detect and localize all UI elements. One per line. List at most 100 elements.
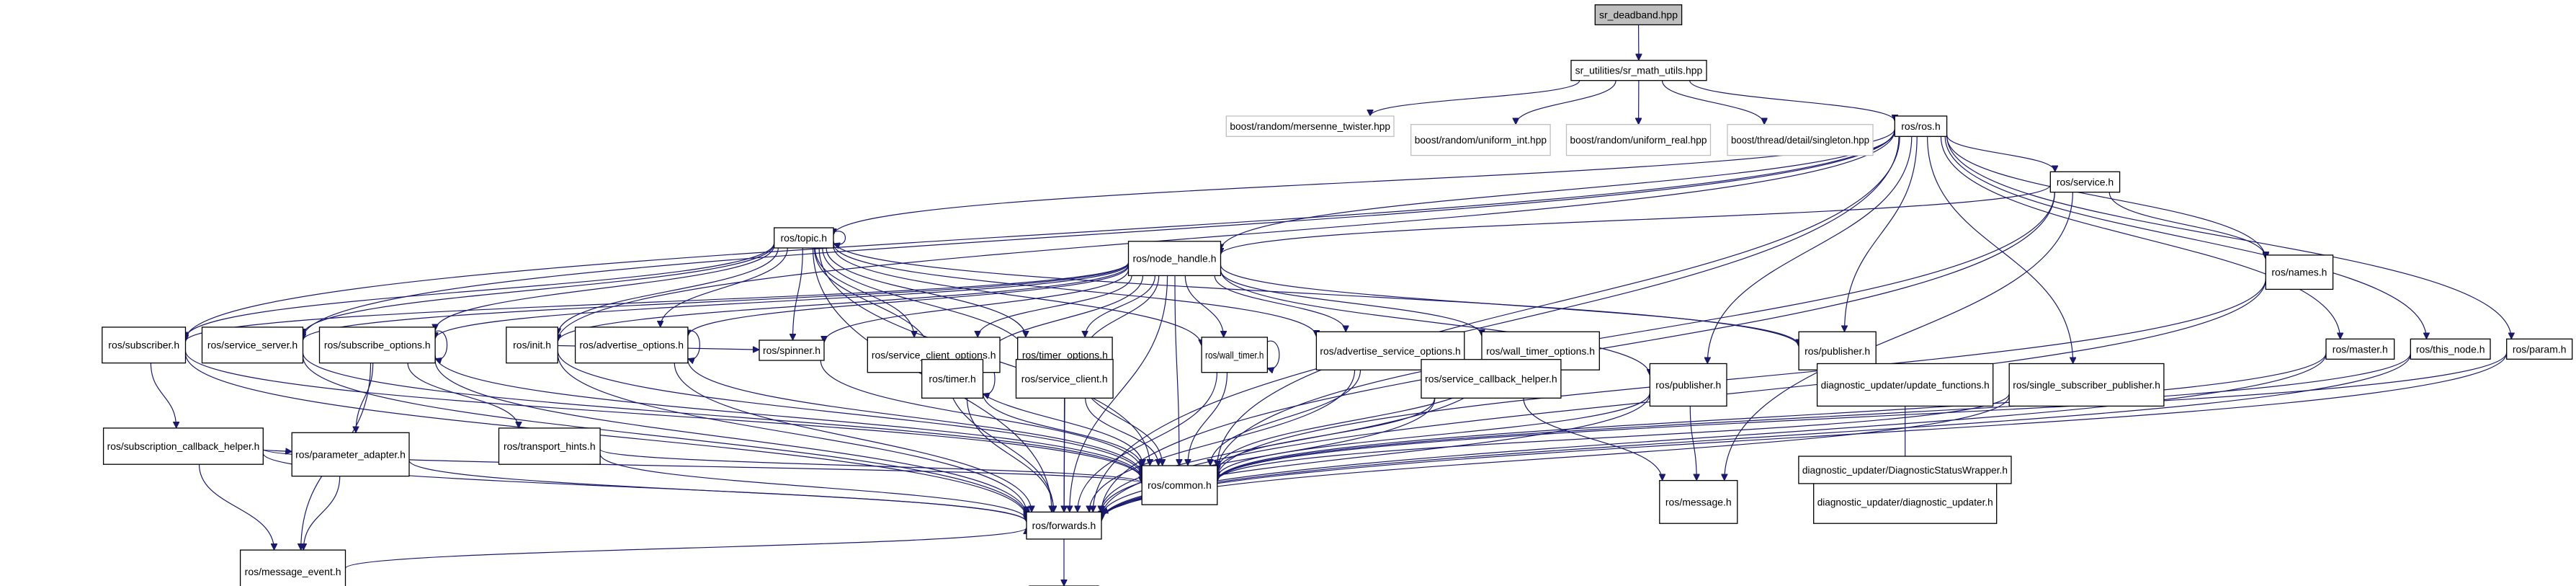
node-label: boost/random/mersenne_twister.hpp <box>1230 120 1390 132</box>
edge-subscriber-to-subscription_callback_helper <box>150 363 176 428</box>
node-label: ros/forwards.h <box>1032 520 1096 531</box>
edge-service_client-to-forwards <box>1064 398 1065 512</box>
node-box <box>1894 115 1948 137</box>
node-message[interactable]: ros/message.h <box>1659 479 1738 524</box>
node-label: ros/service_client.h <box>1021 373 1108 385</box>
edge-subscription_callback_helper-to-message_event <box>198 464 274 550</box>
node-message-event[interactable]: ros/message_event.h <box>239 549 346 586</box>
node-topic[interactable]: ros/topic.h <box>774 227 834 249</box>
node-box <box>102 427 264 465</box>
edge-wall_timer-to-forwards <box>1078 372 1217 512</box>
node-diagnostic-updater[interactable]: diagnostic_updater/diagnostic_updater.h <box>1813 479 1998 524</box>
node-box <box>774 227 834 249</box>
node-parameter-adapter[interactable]: ros/parameter_adapter.h <box>291 432 410 477</box>
node-box <box>1727 124 1874 156</box>
edge-transport_hints-to-forwards <box>599 453 1027 520</box>
node-service-client[interactable]: ros/service_client.h <box>1015 359 1114 399</box>
node-label: ros/subscribe_options.h <box>324 339 431 351</box>
node-label: ros/publisher.h <box>1655 379 1721 391</box>
node-box <box>201 327 304 364</box>
edge-topic-to-wall_timer <box>833 246 1202 346</box>
edge-ros-to-service <box>1946 135 2055 172</box>
node-update-functions[interactable]: diagnostic_updater/update_functions.h <box>1816 363 1994 407</box>
edge-this_node-to-common <box>1217 353 2411 481</box>
node-label: ros/single_subscriber_publisher.h <box>2013 379 2160 391</box>
node-subscription-callback-helper[interactable]: ros/subscription_callback_helper.h <box>102 427 264 465</box>
node-this-node[interactable]: ros/this_node.h <box>2410 338 2491 360</box>
node-box <box>498 427 601 465</box>
node-box <box>1798 456 2012 484</box>
edge-param-to-common <box>1217 352 2508 481</box>
node-forwards[interactable]: ros/forwards.h <box>1026 511 1102 540</box>
node-master[interactable]: ros/master.h <box>2325 338 2395 360</box>
edge-advertise_service_options-to-forwards <box>1089 370 1356 512</box>
node-spinner[interactable]: ros/spinner.h <box>759 339 825 361</box>
edge-ros-to-master <box>1940 136 2340 339</box>
node-subscriber[interactable]: ros/subscriber.h <box>102 327 187 364</box>
edge-param-to-forwards <box>1101 352 2508 521</box>
node-service-callback-helper[interactable]: ros/service_callback_helper.h <box>1421 359 1562 399</box>
node-box <box>759 339 825 361</box>
edge-ros-to-forwards <box>1093 136 1900 512</box>
edge-message_event-to-forwards <box>344 527 1027 569</box>
node-box <box>1015 359 1114 399</box>
node-box <box>1659 479 1738 524</box>
edge-subscriber-to-forwards <box>184 353 1027 518</box>
node-box <box>1421 359 1562 399</box>
edge-service_server-to-forwards <box>302 356 1027 517</box>
node-service-server[interactable]: ros/service_server.h <box>201 327 304 364</box>
node-names[interactable]: ros/names.h <box>2265 254 2334 290</box>
node-single-subscriber-publisher[interactable]: ros/single_subscriber_publisher.h <box>2008 363 2165 407</box>
edge-parameter_adapter-to-message_event <box>303 476 341 550</box>
edge-node_handle-to-forwards <box>1070 275 1168 512</box>
node-node-handle[interactable]: ros/node_handle.h <box>1127 241 1222 277</box>
node-label: ros/topic.h <box>781 232 828 244</box>
node-param[interactable]: ros/param.h <box>2506 338 2573 360</box>
edge-node_handle-to-subscribe_options <box>435 263 1130 339</box>
node-sr-math-utils[interactable]: sr_utilities/sr_math_utils.hpp <box>1570 60 1707 81</box>
edge-this_node-to-forwards <box>1101 354 2411 520</box>
node-label: ros/message_event.h <box>245 566 341 577</box>
edge-publisher-to-forwards <box>1101 393 1650 517</box>
node-subscribe-options[interactable]: ros/subscribe_options.h <box>318 327 436 364</box>
edge-node_handle-to-service_server <box>303 262 1130 341</box>
node-box <box>239 549 346 586</box>
edge-node_handle-to-publisher <box>1220 270 1650 376</box>
node-ros[interactable]: ros/ros.h <box>1894 115 1948 137</box>
edge-advertise_options-to-advertise_options <box>688 330 700 359</box>
node-publisher[interactable]: ros/publisher.h <box>1649 363 1727 407</box>
node-label: ros/publisher.h <box>1804 345 1870 357</box>
node-label: ros/advertise_service_options.h <box>1320 345 1460 357</box>
node-advertise-options[interactable]: ros/advertise_options.h <box>574 327 689 364</box>
node-box <box>2506 338 2573 360</box>
edge-single_subscriber_publisher-to-common <box>1217 393 2010 481</box>
edge-publisher-to-common <box>1217 392 1650 478</box>
node-label: ros/service_server.h <box>207 339 298 351</box>
node-wall-timer[interactable]: ros/wall_timer.h <box>1201 337 1269 373</box>
node-label: ros/parameter_adapter.h <box>295 449 406 461</box>
edge-advertise_options-to-common <box>687 359 1142 476</box>
edge-ros-to-names <box>1946 136 2266 259</box>
node-common[interactable]: ros/common.h <box>1141 465 1218 505</box>
node-transport-hints[interactable]: ros/transport_hints.h <box>498 427 601 465</box>
edge-topic-to-advertise_service_options <box>833 243 1316 337</box>
node-label: ros/common.h <box>1148 479 1212 491</box>
node-label: sr_deadband.hpp <box>1599 9 1678 21</box>
edge-service_client-to-common <box>1085 398 1159 466</box>
edge-ros-to-param <box>1946 136 2512 339</box>
edge-service-to-node_handle <box>1221 185 2051 255</box>
node-init[interactable]: ros/init.h <box>506 327 558 364</box>
node-uniform-real: boost/random/uniform_real.hpp <box>1565 124 1712 156</box>
edge-service-to-common <box>1217 192 2055 473</box>
node-label: ros/spinner.h <box>763 345 820 356</box>
edge-wall_timer-to-wall_timer <box>1267 340 1280 368</box>
edge-ros-to-publisher <box>1707 136 1913 363</box>
node-label: ros/timer_options.h <box>1022 349 1108 360</box>
node-box <box>1816 363 1994 407</box>
node-diag-status-wrapper[interactable]: diagnostic_updater/DiagnosticStatusWrapp… <box>1798 456 2012 484</box>
node-timer[interactable]: ros/timer.h <box>921 359 984 399</box>
node-sr-deadband[interactable]: sr_deadband.hpp <box>1594 4 1683 26</box>
edge-service_server-to-common <box>302 352 1142 479</box>
node-service[interactable]: ros/service.h <box>2049 171 2121 193</box>
